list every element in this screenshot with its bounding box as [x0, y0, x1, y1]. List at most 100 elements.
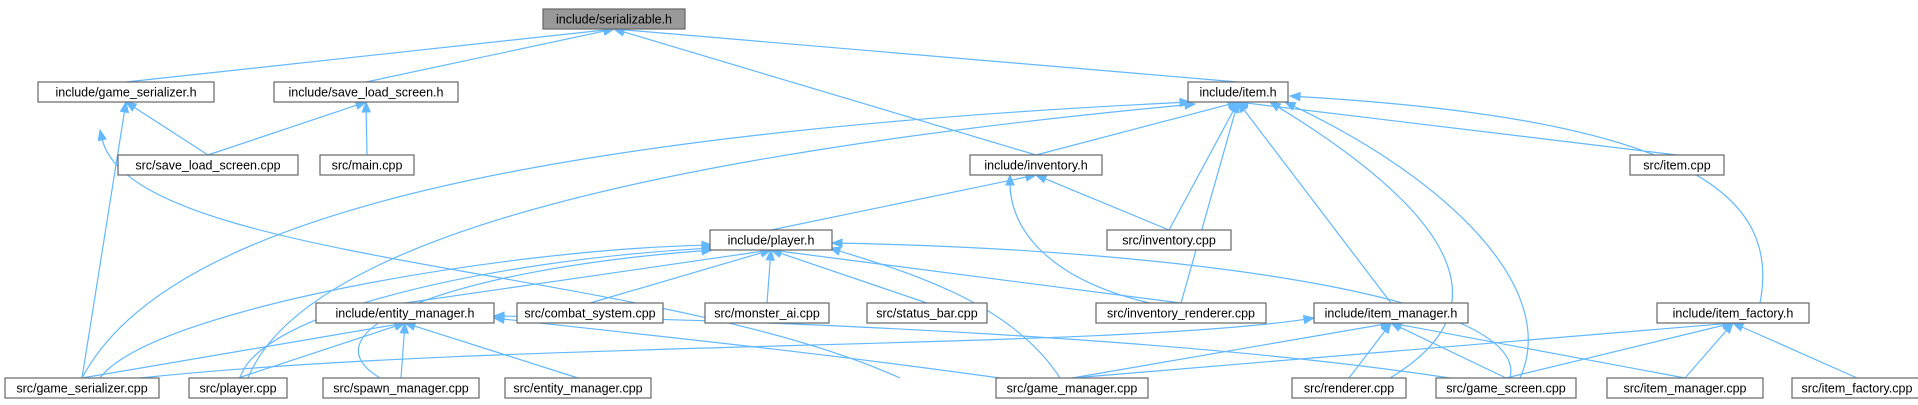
node-label: src/item.cpp: [1643, 159, 1710, 173]
edge-line: [501, 315, 1451, 379]
edge-combat-system-cpp-to-player-h: [589, 248, 773, 304]
edge-line: [1740, 325, 1858, 379]
node-label: src/main.cpp: [332, 159, 403, 173]
node-item-cpp[interactable]: src/item.cpp: [1629, 154, 1725, 176]
node-serializable-h[interactable]: include/serializable.h: [542, 8, 686, 30]
node-item-factory-cpp[interactable]: src/item_factory.cpp: [1791, 377, 1918, 399]
arrowhead-icon: [1005, 173, 1015, 186]
node-game-screen-cpp[interactable]: src/game_screen.cpp: [1435, 377, 1577, 399]
node-item-manager-cpp[interactable]: src/item_manager.cpp: [1606, 377, 1764, 399]
edge-line: [404, 250, 764, 304]
node-label: include/serializable.h: [556, 13, 672, 27]
node-status-bar-cpp[interactable]: src/status_bar.cpp: [866, 302, 988, 324]
node-label: src/game_manager.cpp: [1007, 382, 1138, 396]
edge-line: [770, 176, 1029, 231]
node-save-load-screen-cpp[interactable]: src/save_load_screen.cpp: [117, 154, 299, 176]
node-item-manager-h[interactable]: include/item_manager.h: [1313, 302, 1469, 324]
edge-line: [778, 252, 928, 304]
node-player-h[interactable]: include/player.h: [709, 229, 833, 251]
node-spawn-manager-cpp[interactable]: src/spawn_manager.cpp: [322, 377, 480, 399]
node-label: src/player.cpp: [199, 382, 276, 396]
edge-line: [365, 30, 607, 83]
arrowhead-icon: [399, 321, 409, 334]
edge-line: [237, 324, 398, 379]
node-game-serializer-cpp[interactable]: src/game_serializer.cpp: [4, 377, 160, 399]
node-inventory-renderer-cpp[interactable]: src/inventory_renderer.cpp: [1095, 302, 1267, 324]
edge-player-h-to-inventory-h: [770, 172, 1038, 231]
node-main-cpp[interactable]: src/main.cpp: [319, 154, 415, 176]
node-label: include/item_manager.h: [1325, 307, 1458, 321]
node-label: include/item.h: [1199, 86, 1276, 100]
edge-item-factory-cpp-to-item-factory-h: [1731, 322, 1858, 379]
edge-line: [778, 250, 1182, 304]
node-renderer-cpp[interactable]: src/renderer.cpp: [1291, 377, 1407, 399]
edge-inventory-cpp-to-inventory-h: [1034, 174, 1170, 231]
edge-line: [99, 244, 705, 379]
edge-line: [621, 29, 1239, 83]
edge-line: [1168, 108, 1235, 231]
edge-item-factory-h-to-item-h: [1288, 91, 1764, 304]
node-item-factory-h[interactable]: include/item_factory.h: [1656, 302, 1810, 324]
edge-spawn-manager-cpp-to-entity-manager-h: [399, 321, 409, 379]
edge-game-serializer-cpp-to-game-serializer-h: [81, 100, 130, 379]
node-label: src/spawn_manager.cpp: [333, 382, 469, 396]
arrowhead-icon: [1380, 321, 1392, 335]
edge-item-h-to-serializable-h: [612, 25, 1239, 83]
edge-line: [501, 318, 1001, 379]
edge-line: [1245, 102, 1678, 156]
node-box: [709, 229, 833, 251]
node-label: include/save_load_screen.h: [289, 86, 444, 100]
node-label: src/item_manager.cpp: [1624, 382, 1747, 396]
edge-game-manager-cpp-to-item-manager-h: [1071, 320, 1393, 379]
node-combat-system-cpp[interactable]: src/combat_system.cpp: [516, 302, 664, 324]
node-label: include/player.h: [728, 234, 815, 248]
node-label: src/inventory_renderer.cpp: [1107, 307, 1255, 321]
edge-line: [766, 257, 771, 304]
edge-renderer-cpp-to-item-manager-h: [1348, 321, 1392, 379]
edge-monster-ai-cpp-to-player-h: [765, 248, 775, 304]
node-monster-ai-cpp[interactable]: src/monster_ai.cpp: [704, 302, 830, 324]
node-label: src/entity_manager.cpp: [513, 382, 642, 396]
node-label: include/entity_manager.h: [336, 307, 475, 321]
node-player-cpp[interactable]: src/player.cpp: [188, 377, 288, 399]
edge-game-manager-cpp-to-player-h: [828, 246, 1061, 379]
arrowhead-icon: [830, 238, 843, 248]
node-save-load-screen-h[interactable]: include/save_load_screen.h: [273, 81, 459, 103]
node-box: [319, 154, 415, 176]
node-inventory-cpp[interactable]: src/inventory.cpp: [1106, 229, 1232, 251]
arrowhead-icon: [1283, 101, 1297, 111]
edge-line: [1071, 323, 1384, 379]
node-box: [315, 302, 495, 324]
edge-line: [1035, 103, 1231, 156]
edge-line: [132, 105, 209, 156]
arrowhead-icon: [1034, 174, 1048, 184]
edge-line: [1684, 328, 1729, 379]
node-item-h[interactable]: include/item.h: [1187, 81, 1289, 103]
arrowhead-icon: [97, 128, 107, 142]
edge-line: [1397, 325, 1507, 379]
node-box: [1106, 229, 1232, 251]
edge-line: [839, 242, 1512, 379]
node-game-manager-cpp[interactable]: src/game_manager.cpp: [995, 377, 1149, 399]
node-inventory-h[interactable]: include/inventory.h: [969, 154, 1103, 176]
node-label: include/inventory.h: [984, 159, 1087, 173]
edge-save-load-screen-cpp-to-game-serializer-h: [124, 101, 209, 156]
edge-line: [139, 318, 1307, 379]
node-entity-manager-cpp[interactable]: src/entity_manager.cpp: [504, 377, 652, 399]
node-box: [4, 377, 160, 399]
node-game-serializer-h[interactable]: include/game_serializer.h: [37, 81, 215, 103]
arrowhead-icon: [119, 100, 130, 114]
arrowhead-icon: [701, 246, 714, 256]
edge-save-load-screen-h-to-serializable-h: [365, 26, 616, 83]
arrowhead-icon: [765, 248, 775, 261]
edge-line: [125, 29, 607, 83]
edge-line: [1242, 108, 1392, 304]
edge-inventory-cpp-to-item-h: [1168, 100, 1239, 231]
edge-line: [1071, 323, 1726, 379]
edge-line: [247, 104, 1188, 379]
node-box: [866, 302, 988, 324]
node-entity-manager-h[interactable]: include/entity_manager.h: [315, 302, 495, 324]
edge-line: [1398, 323, 1686, 379]
edge-game-serializer-h-to-serializable-h: [125, 25, 616, 83]
